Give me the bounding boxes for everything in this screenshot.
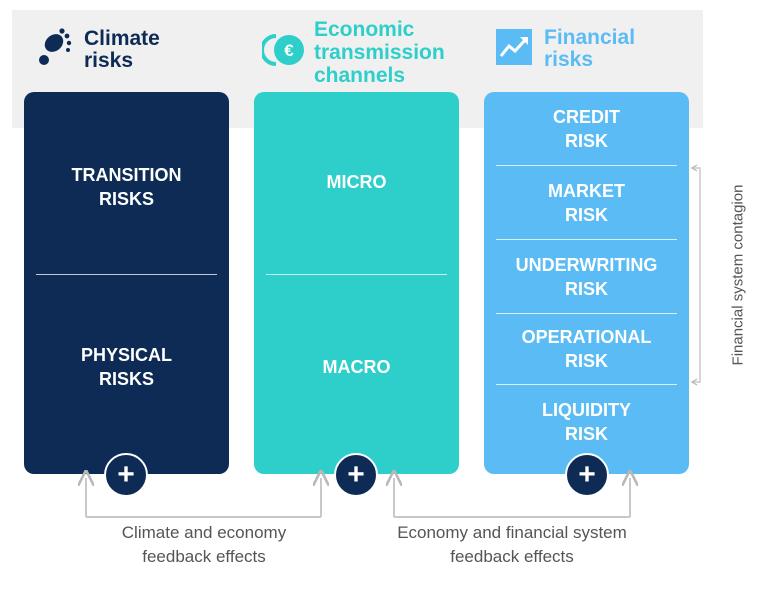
contagion-bracket xyxy=(693,167,701,383)
macro-channel: MACRO xyxy=(322,357,391,377)
economy-financial-feedback-label: Economy and financial system feedback ef… xyxy=(397,523,627,566)
expand-economic-plus-button[interactable]: + xyxy=(334,453,378,497)
financial-risks-column: CREDIT RISK MARKET RISK UNDERWRITING RIS… xyxy=(484,92,689,474)
credit-risk: CREDIT RISK xyxy=(553,106,620,151)
euro-coin-icon: € xyxy=(260,30,308,75)
economic-channels-column: MICRO MACRO xyxy=(254,92,459,474)
climate-risks-header: Climate risks xyxy=(36,27,160,72)
contagion-arrowhead-bottom xyxy=(690,378,698,386)
economic-divider xyxy=(266,274,447,275)
climate-economy-feedback-label: Climate and economy feedback effects xyxy=(121,523,287,566)
contagion-arrowhead-top xyxy=(690,164,698,172)
micro-channel: MICRO xyxy=(326,172,387,192)
footprint-icon xyxy=(36,27,74,72)
financial-system-contagion-label: Financial system contagion xyxy=(729,184,747,366)
transition-risks: TRANSITION RISKS xyxy=(71,165,182,209)
financial-divider xyxy=(496,313,677,314)
financial-divider xyxy=(496,384,677,385)
trend-chart-icon xyxy=(496,28,532,70)
liquidity-risk: LIQUIDITY RISK xyxy=(542,400,631,444)
climate-divider xyxy=(36,274,217,275)
economic-channels-header: € Economic transmission channels xyxy=(260,18,445,87)
expand-climate-plus-button[interactable]: + xyxy=(104,453,148,497)
physical-risks: PHYSICAL RISKS xyxy=(80,345,172,389)
financial-divider xyxy=(496,239,677,240)
expand-financial-plus-button[interactable]: + xyxy=(565,453,609,497)
economic-channels-title: Economic transmission channels xyxy=(314,18,445,87)
financial-risks-header: Financial risks xyxy=(496,27,635,71)
underwriting-risk: UNDERWRITING RISK xyxy=(515,254,658,299)
market-risk: MARKET RISK xyxy=(548,180,625,225)
financial-risks-title: Financial risks xyxy=(544,26,636,71)
operational-risk: OPERATIONAL RISK xyxy=(521,327,652,371)
climate-risks-column: TRANSITION RISKS PHYSICAL RISKS xyxy=(24,92,229,474)
climate-risks-title: Climate risks xyxy=(84,26,160,72)
financial-divider xyxy=(496,165,677,166)
svg-text:€: € xyxy=(284,41,294,60)
